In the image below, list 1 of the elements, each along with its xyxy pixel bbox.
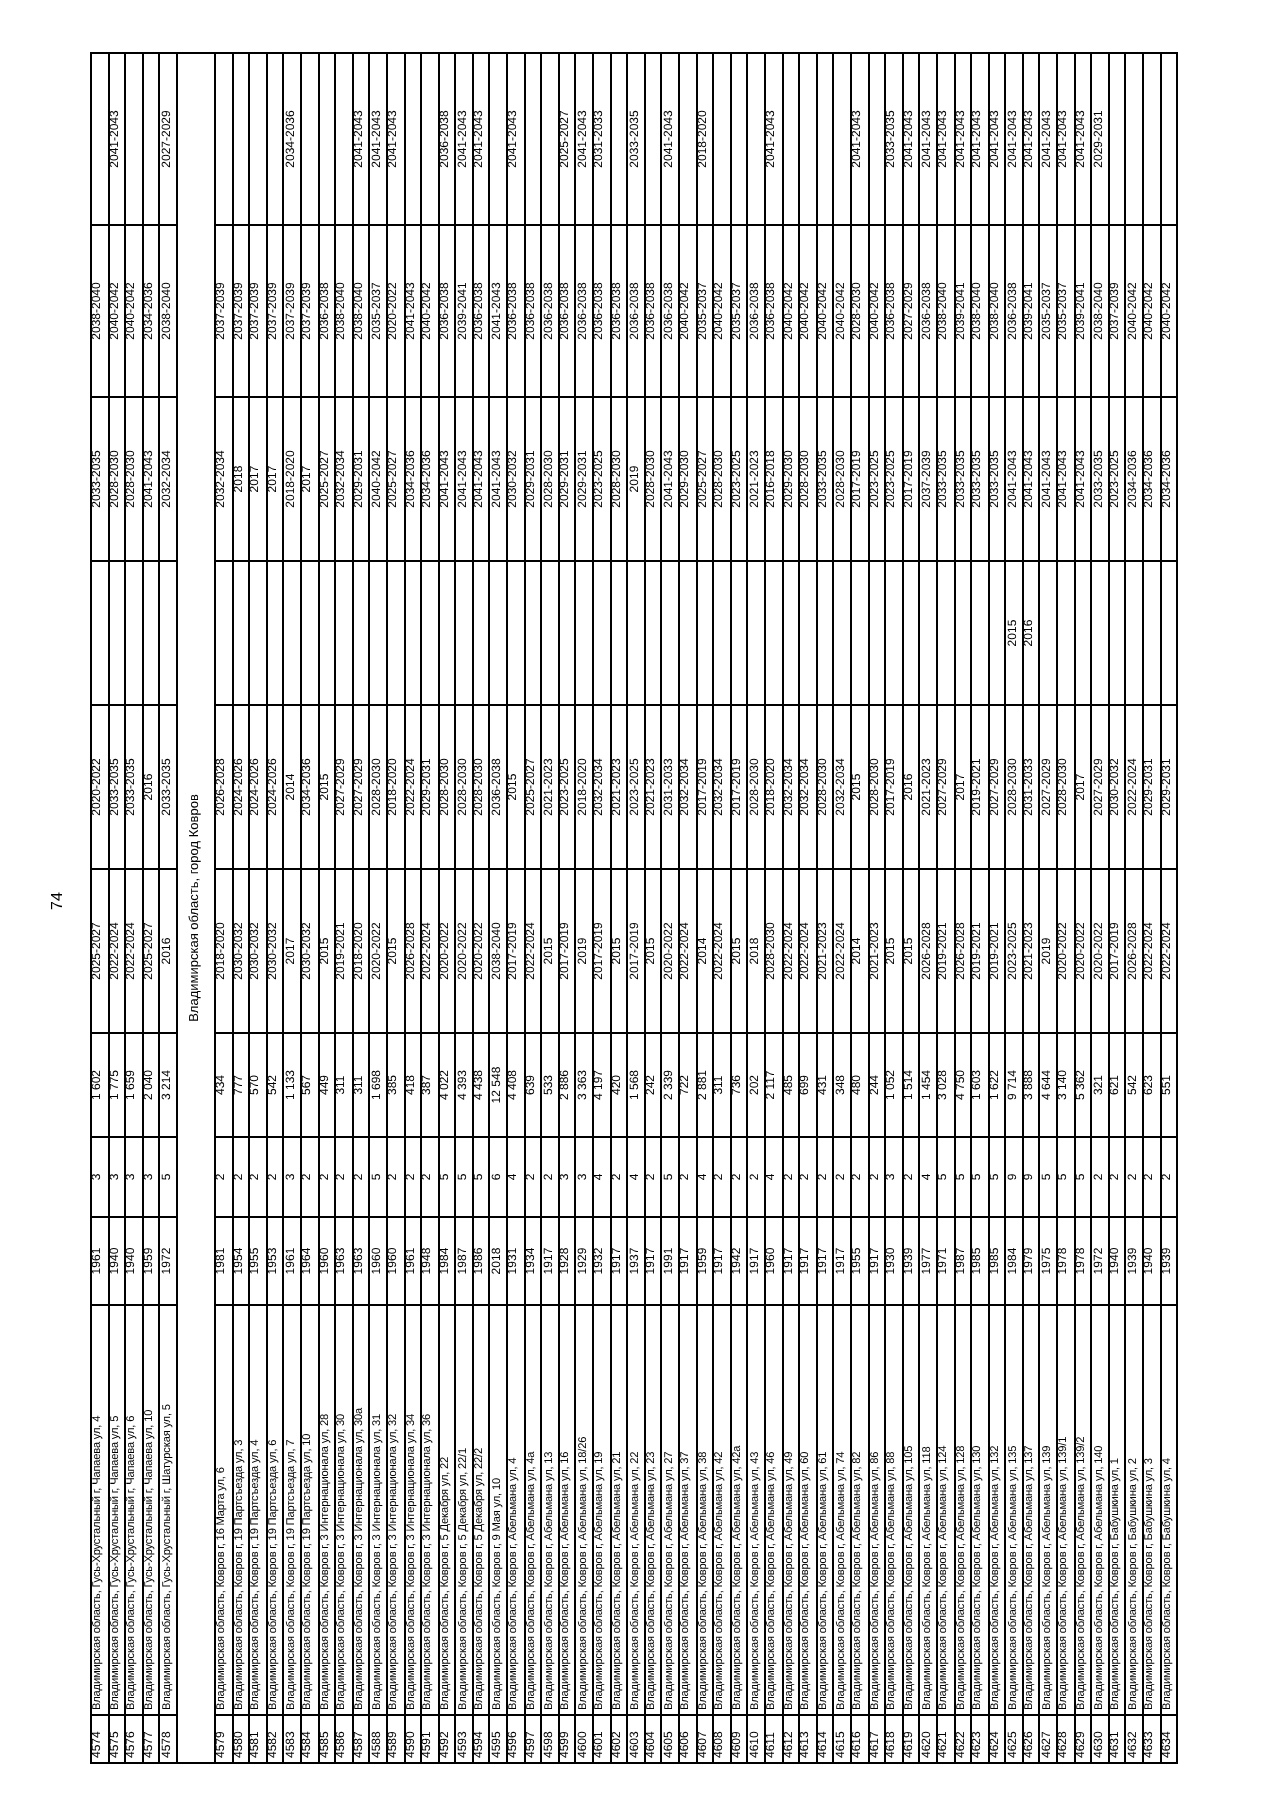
page-number: 74 — [47, 892, 66, 910]
